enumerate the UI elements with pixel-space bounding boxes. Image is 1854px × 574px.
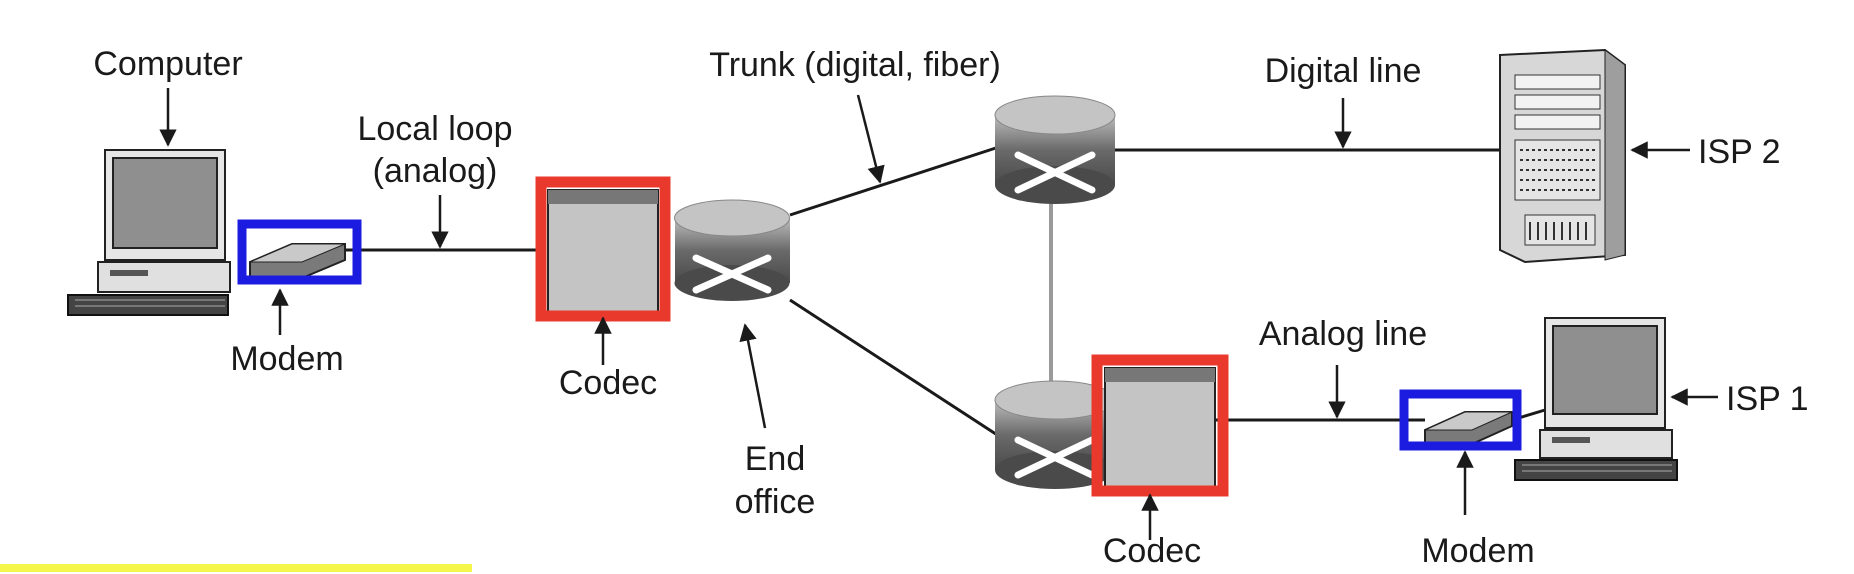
label-end-office-line2: office xyxy=(735,483,816,521)
label-local-loop-line2: (analog) xyxy=(373,152,498,190)
label-codec-left: Codec xyxy=(559,364,657,402)
label-analog-line: Analog line xyxy=(1259,315,1427,353)
modem-left-highlight xyxy=(237,219,362,285)
isp2-server-icon xyxy=(1499,48,1626,264)
modem-right-highlight xyxy=(1399,389,1522,451)
modem-right-icon xyxy=(1424,411,1513,445)
label-isp2: ISP 2 xyxy=(1698,133,1781,171)
label-modem-right: Modem xyxy=(1421,532,1534,570)
codec-left-highlight xyxy=(535,176,671,322)
arrow-trunk xyxy=(856,94,885,184)
trunk-line-lower xyxy=(789,298,1006,442)
label-computer: Computer xyxy=(93,45,242,83)
label-modem-left: Modem xyxy=(230,340,343,378)
pointer-arrows xyxy=(159,88,1718,540)
codec-right-highlight xyxy=(1091,354,1229,497)
label-codec-right: Codec xyxy=(1103,532,1201,570)
modem-left-icon xyxy=(249,243,346,279)
label-digital-line: Digital line xyxy=(1265,52,1422,90)
upper-switch-icon xyxy=(994,95,1116,204)
trunk-line-upper xyxy=(789,143,1006,217)
labels: Computer Local loop (analog) Trunk (digi… xyxy=(93,45,1808,570)
label-trunk: Trunk (digital, fiber) xyxy=(709,46,1001,84)
computer-left-icon xyxy=(67,149,231,316)
label-local-loop-line1: Local loop xyxy=(357,110,512,148)
codec-right-icon xyxy=(1104,367,1216,489)
label-end-office-line1: End xyxy=(745,440,806,478)
label-isp1: ISP 1 xyxy=(1726,380,1809,418)
isp1-computer-icon xyxy=(1514,317,1678,481)
codec-left-icon xyxy=(547,189,659,316)
arrow-end-office xyxy=(739,323,767,429)
end-office-switch-icon xyxy=(674,199,790,301)
yellow-highlight-underline xyxy=(0,564,472,572)
